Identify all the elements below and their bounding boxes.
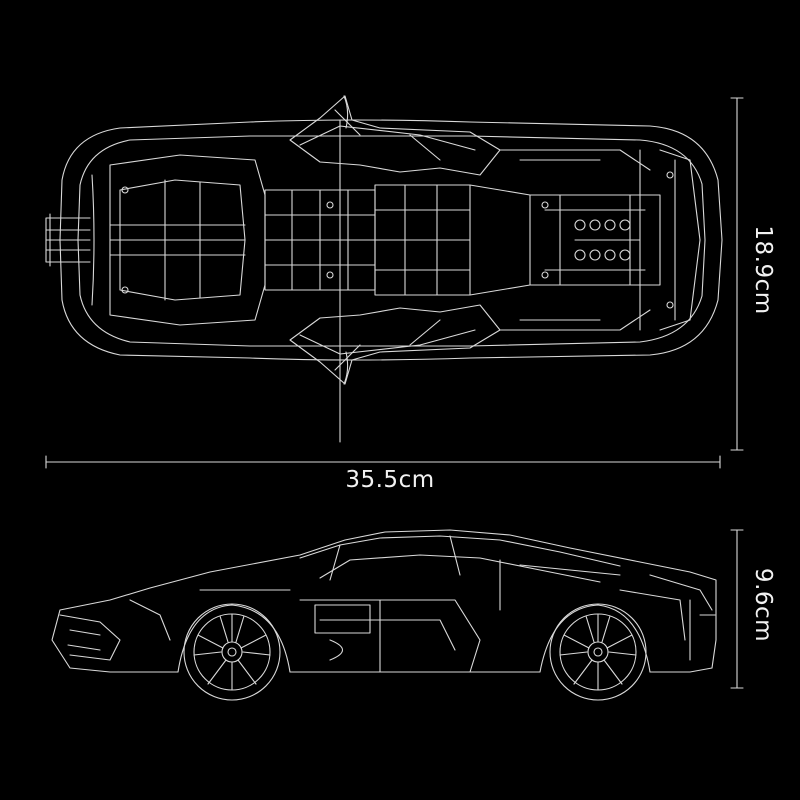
width-label: 18.9cm: [750, 225, 776, 315]
length-label: 35.5cm: [345, 467, 435, 493]
car-top-view: [46, 96, 722, 442]
car-side-view: [52, 530, 716, 700]
rear-wheel: [550, 604, 646, 700]
width-dimension-line: [731, 98, 743, 450]
length-dimension-line: [46, 456, 720, 468]
height-label: 9.6cm: [750, 567, 776, 643]
height-dimension-line: [731, 530, 743, 688]
front-wheel: [184, 604, 280, 700]
